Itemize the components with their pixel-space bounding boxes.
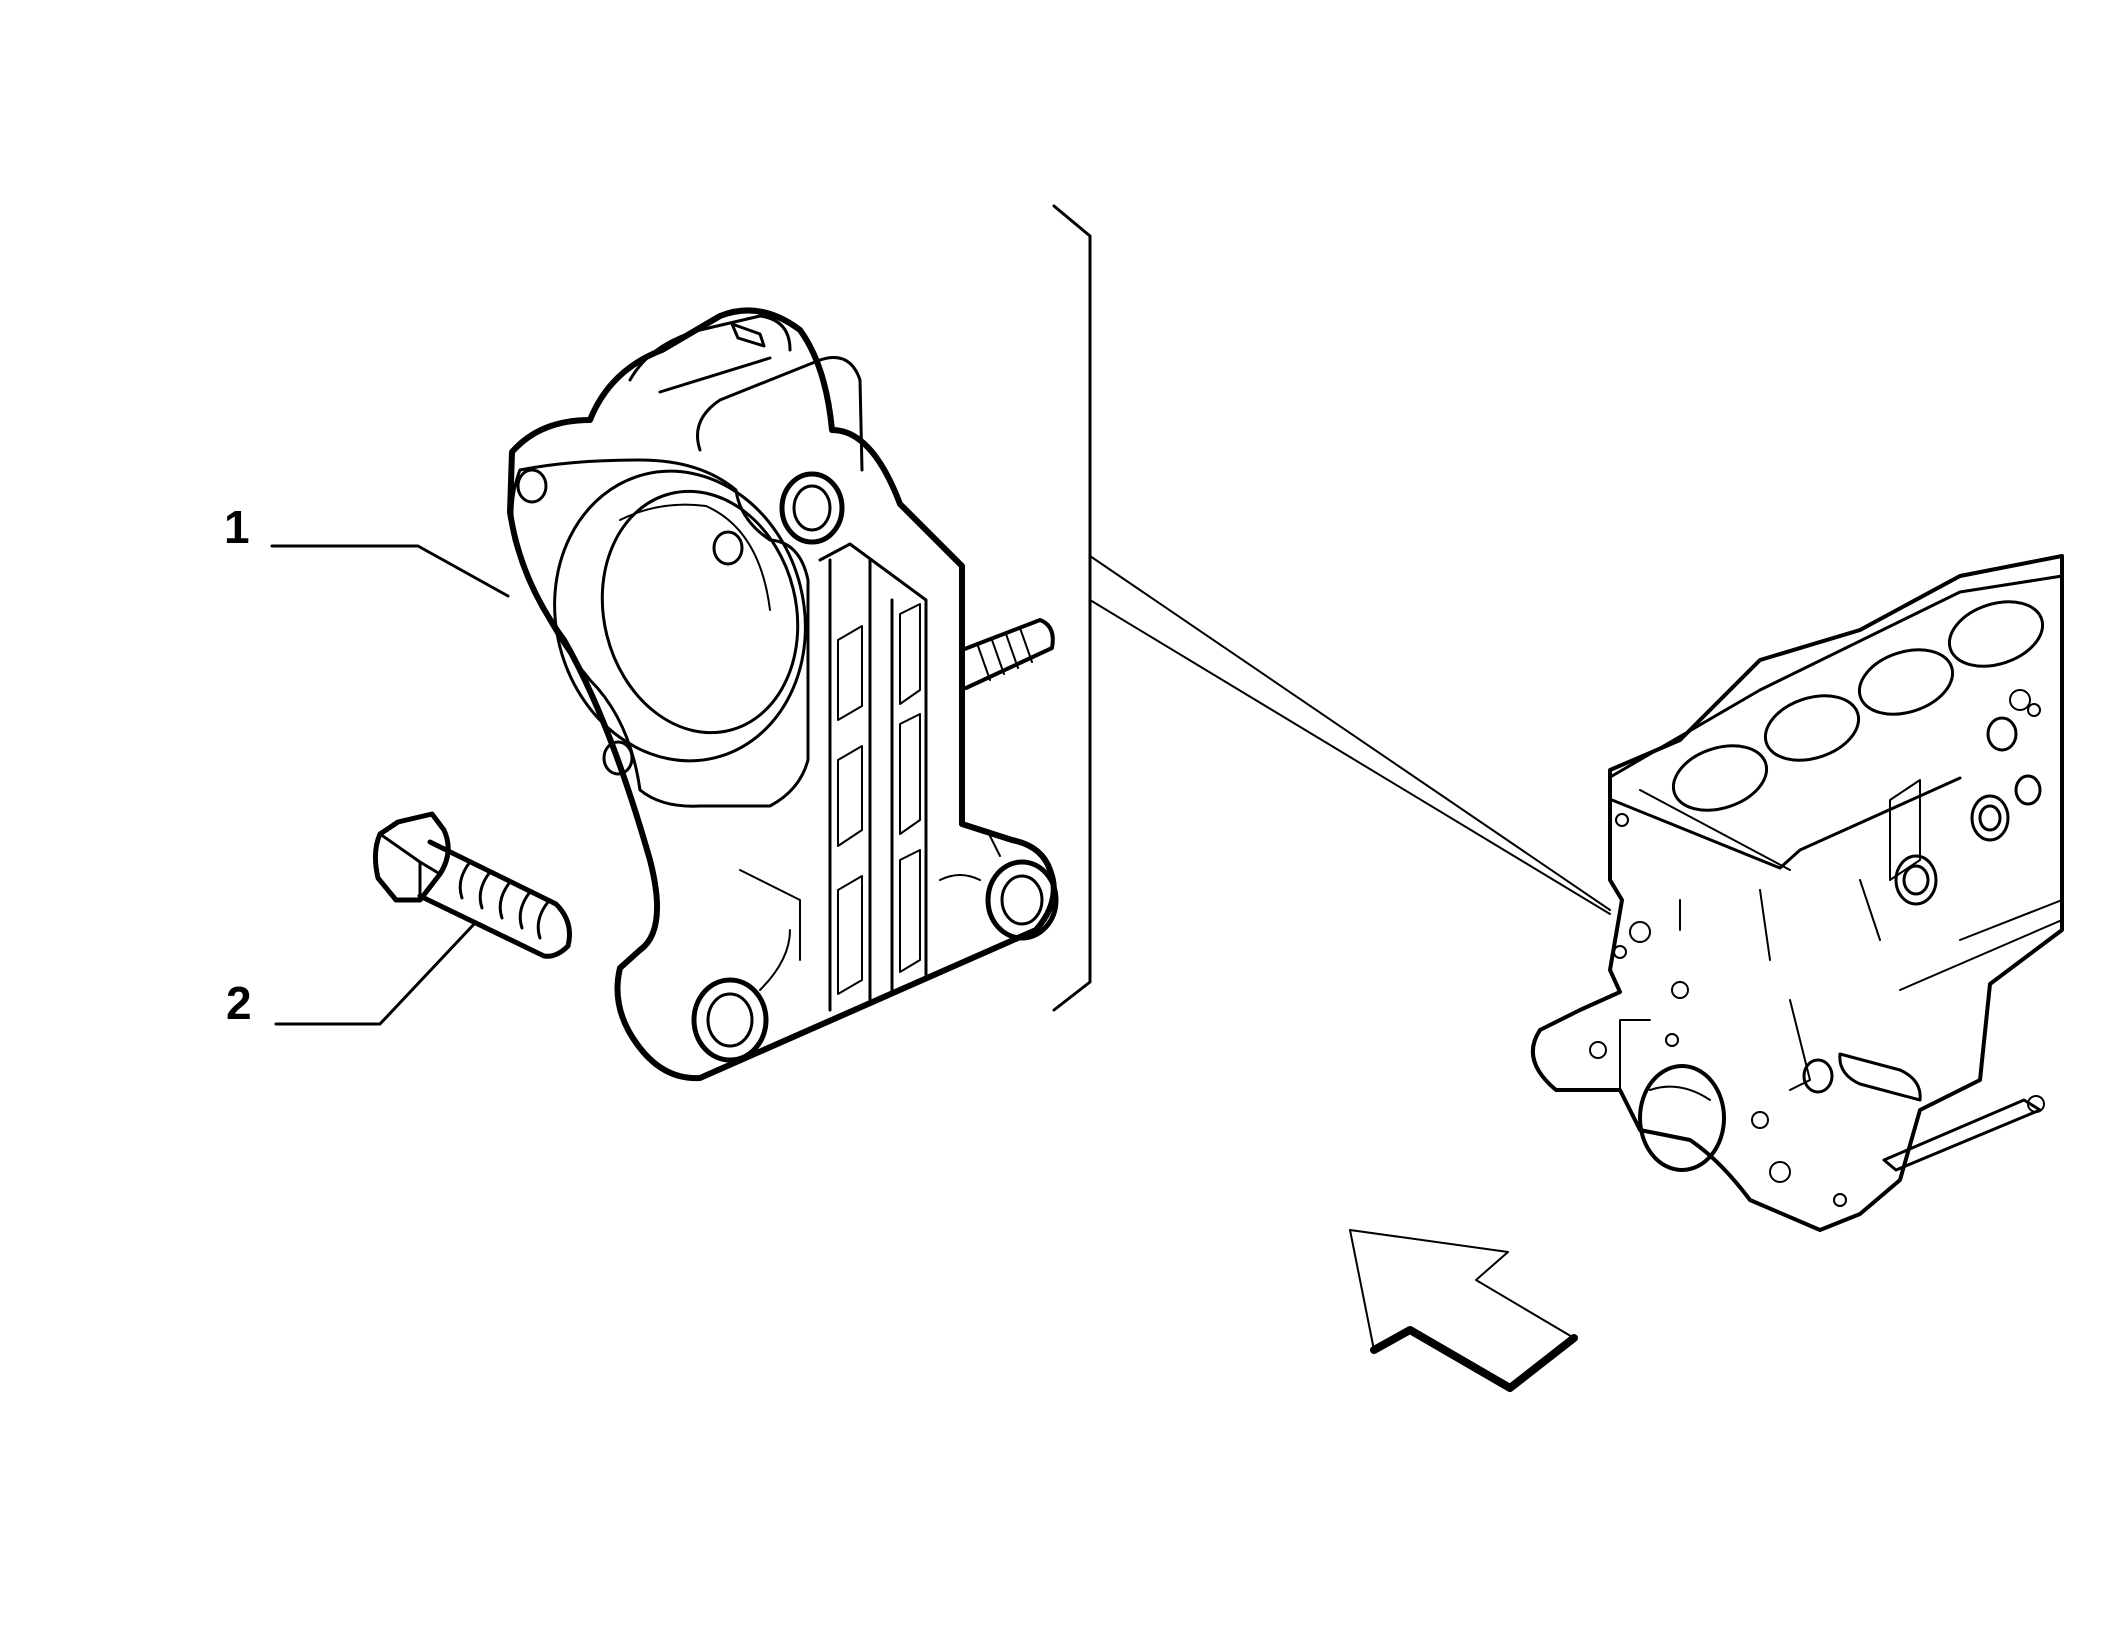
leader-line-2 (274, 920, 478, 1026)
group-bracket-line (1052, 204, 1611, 1012)
callout-label-2: 2 (226, 977, 252, 1029)
bracket-drawing (507, 307, 1059, 1082)
callout-label-1: 1 (224, 501, 250, 553)
leader-line-1 (270, 544, 510, 598)
direction-arrow-icon (1349, 1229, 1578, 1392)
bolt-drawing (372, 811, 572, 959)
engine-block-drawing (1530, 554, 2064, 1232)
